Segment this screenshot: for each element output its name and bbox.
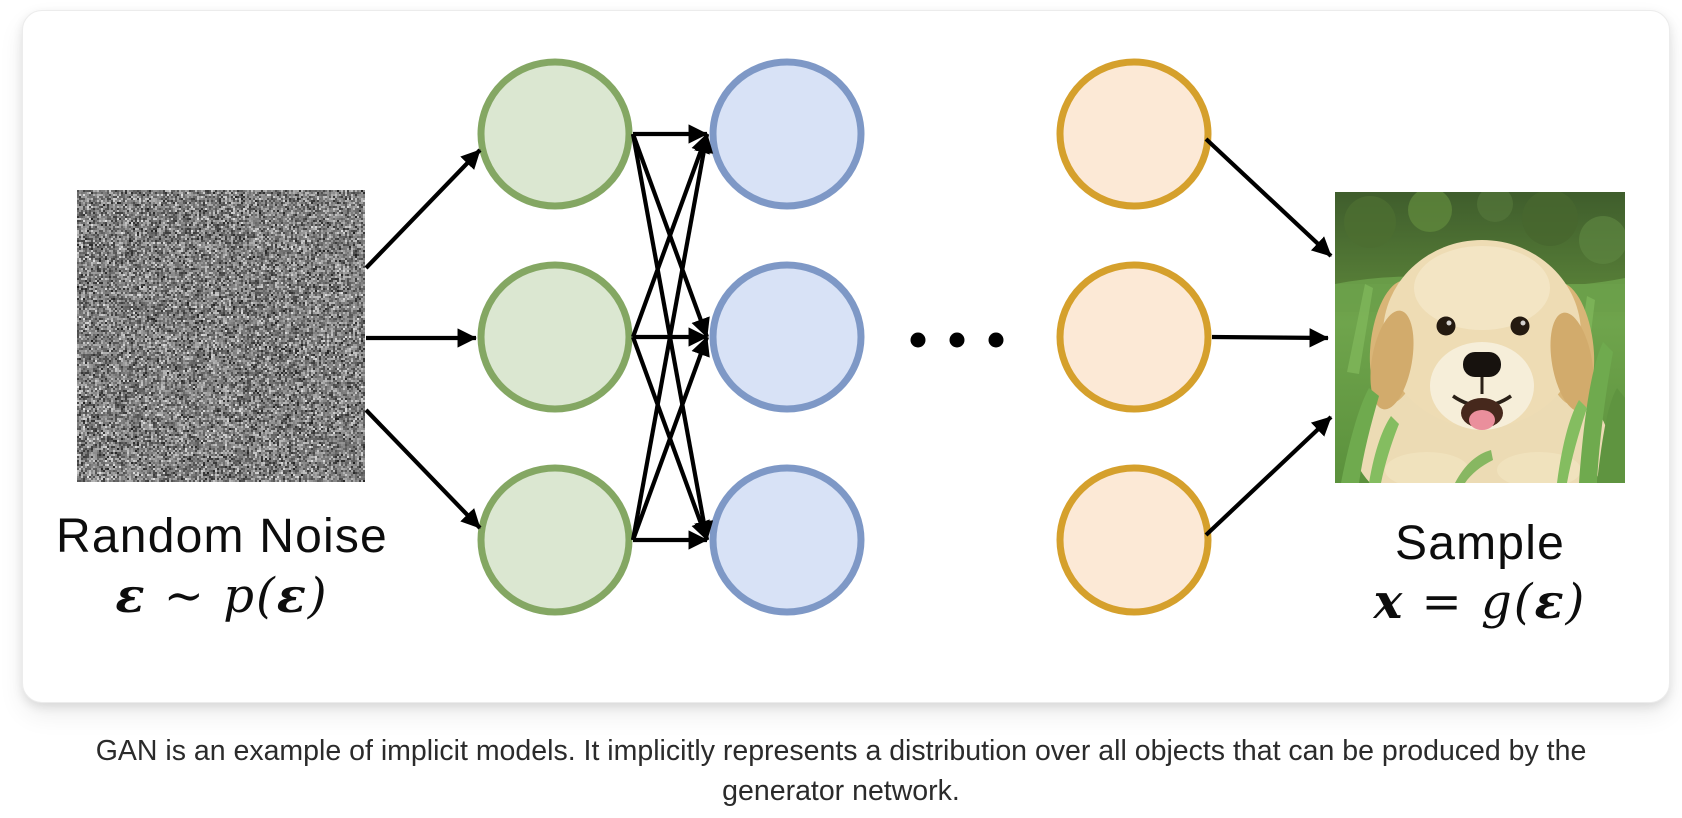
sample-formula: x = g(ε) [1280, 574, 1680, 630]
caption-line-2: generator network. [0, 771, 1682, 811]
sample-label: Sample [1280, 516, 1680, 571]
noise-canvas [77, 190, 365, 482]
noise-formula: ε ∼ p(ε) [22, 568, 422, 624]
puppy-photo-svg [1335, 192, 1625, 483]
caption-line-1: GAN is an example of implicit models. It… [0, 731, 1682, 771]
noise-label: Random Noise [22, 509, 422, 564]
random-noise-image [77, 190, 365, 482]
sample-image [1335, 192, 1625, 483]
figure-caption: GAN is an example of implicit models. It… [0, 731, 1682, 811]
